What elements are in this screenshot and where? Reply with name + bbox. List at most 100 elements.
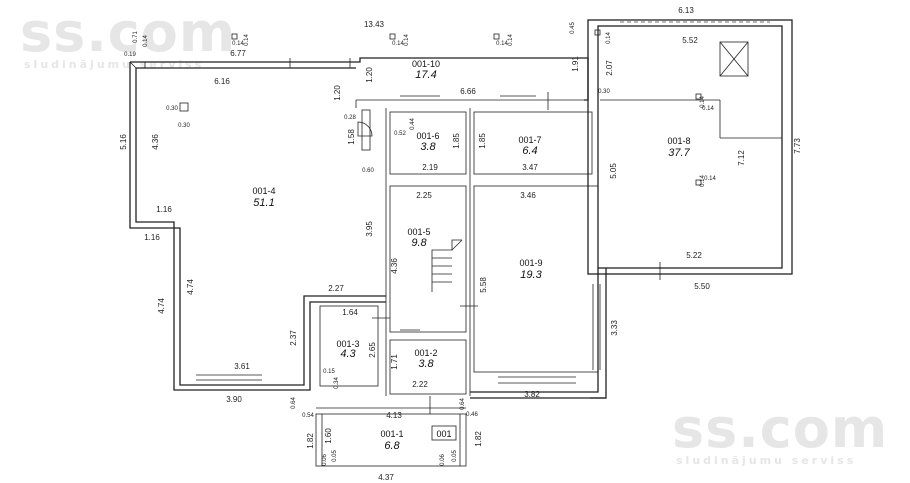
- room-id: 001-9: [519, 258, 542, 268]
- room-area: 6.8: [384, 440, 400, 452]
- entrance-marker: 001: [436, 429, 451, 439]
- dimension-label: 5.16: [119, 134, 128, 150]
- dimension-label: 0.52: [394, 131, 406, 137]
- room-id: 001-5: [407, 227, 430, 237]
- dimension-label: 1.85: [452, 133, 461, 149]
- dimension-label: 0.60: [362, 168, 374, 174]
- room-id: 001-3: [336, 339, 359, 349]
- watermark-bottom-right: ss.com sludinājumu serviss: [672, 397, 889, 468]
- dimension-label: 6.13: [678, 6, 694, 15]
- dimension-label: 2.27: [328, 284, 344, 293]
- room-id: 001-6: [416, 131, 439, 141]
- dimension-label: 5.22: [686, 251, 702, 260]
- watermark-tagline: sludinājumu serviss: [676, 454, 857, 467]
- room-area: 3.8: [420, 141, 436, 153]
- dimension-label: 4.74: [186, 279, 195, 295]
- dimension-label: 3.95: [365, 221, 374, 237]
- room-id: 001-10: [412, 59, 440, 69]
- room-area: 51.1: [253, 197, 274, 209]
- dimension-label: 7.73: [793, 138, 802, 154]
- room-id: 001-8: [667, 136, 690, 146]
- dimension-label: 0.64: [291, 397, 297, 409]
- dimension-label: 0.05: [332, 450, 338, 462]
- dimension-label: 1.82: [474, 431, 483, 447]
- room-area: 4.3: [340, 348, 356, 360]
- dimension-label: 0.71: [133, 31, 139, 43]
- dimension-label: 2.07: [605, 60, 614, 76]
- dimension-label: 5.50: [694, 282, 710, 291]
- room-id: 001-2: [414, 348, 437, 358]
- interior-walls: [179, 21, 782, 467]
- dimension-label: 13.43: [364, 20, 385, 29]
- dimension-label: 4.37: [378, 473, 394, 482]
- dimension-label: 0.30: [598, 89, 610, 95]
- room-area: 17.4: [415, 69, 436, 81]
- dimension-label: 0.06: [322, 454, 328, 466]
- dimension-label: 0.64: [460, 398, 466, 410]
- watermark-brand: ss.com: [20, 1, 237, 64]
- dimension-label: 0.14: [143, 35, 149, 47]
- dimension-label: 2.22: [412, 380, 428, 389]
- dimension-label: 4.36: [151, 134, 160, 150]
- room-id: 001-1: [380, 429, 403, 439]
- staircase: [431, 239, 463, 292]
- watermark-brand: ss.com: [672, 397, 889, 460]
- dimension-label: 1.91: [571, 56, 580, 72]
- dimension-label: 6.66: [460, 87, 476, 96]
- dimension-label: 0.19: [124, 52, 136, 58]
- dimension-label: 1.85: [478, 133, 487, 149]
- dimension-label: 4.13: [386, 411, 402, 420]
- dimension-label: 0.15: [323, 369, 335, 375]
- dimension-label: 0.14: [702, 106, 714, 112]
- dimension-label: 3.82: [524, 390, 540, 399]
- room-id: 001-7: [518, 135, 541, 145]
- dimension-label: 6.77: [230, 49, 246, 58]
- dimension-label: 4.36: [390, 258, 399, 274]
- dimension-label: 0.06: [440, 454, 446, 466]
- dimension-label: 0.14: [508, 34, 514, 46]
- dimension-label: 0.14: [232, 41, 244, 47]
- dimension-label: 0.30: [166, 106, 178, 112]
- dimension-label: 0.14: [496, 41, 508, 47]
- dimension-label: 2.37: [289, 330, 298, 346]
- dimension-label: 1.58: [347, 129, 356, 145]
- dimension-label: 0.46: [466, 412, 478, 418]
- dimension-label: 1.16: [156, 205, 172, 214]
- room-area: 9.8: [411, 237, 427, 249]
- room-area: 19.3: [520, 269, 542, 281]
- dimension-label: 0.30: [178, 123, 190, 129]
- entrance-label: 001: [436, 429, 451, 439]
- dimension-label: 0.14: [704, 176, 716, 182]
- dimension-label: 0.14: [700, 96, 706, 108]
- dimension-label: 5.52: [682, 36, 698, 45]
- dimension-label: 0.05: [452, 450, 458, 462]
- room-area: 6.4: [522, 145, 537, 157]
- dimension-label: 1.64: [342, 308, 358, 317]
- dimension-label: 5.05: [609, 163, 618, 179]
- dimension-label: 3.61: [234, 362, 250, 371]
- dimension-label: 0.54: [302, 413, 314, 419]
- dimension-label: 3.33: [610, 320, 619, 336]
- dimension-label: 3.46: [520, 191, 536, 200]
- room-labels: 001-10 17.4 001-8 37.7 001-4 51.1 001-6 …: [252, 59, 690, 452]
- dimension-label: 0.14: [404, 34, 410, 46]
- dimension-label: 5.58: [479, 277, 488, 293]
- dimension-label: 0.28: [344, 115, 356, 121]
- dimension-label: 6.16: [214, 77, 230, 86]
- dimension-label: 4.74: [157, 298, 166, 314]
- dimension-label: 0.45: [570, 22, 576, 34]
- dimension-label: 0.34: [334, 377, 340, 389]
- dimension-label: 3.90: [226, 395, 242, 404]
- dimension-label: 1.82: [306, 433, 315, 449]
- dimension-label: 2.25: [416, 191, 432, 200]
- dimension-label: 1.71: [390, 354, 399, 370]
- dimension-label: 1.20: [365, 67, 374, 83]
- dimension-label: 3.47: [522, 163, 538, 172]
- room-id: 001-4: [252, 186, 275, 196]
- dimension-label: 1.60: [324, 428, 333, 444]
- dimension-label: 7.12: [737, 150, 746, 166]
- dimension-label: 0.14: [700, 175, 706, 187]
- dimension-label: 0.14: [606, 32, 612, 44]
